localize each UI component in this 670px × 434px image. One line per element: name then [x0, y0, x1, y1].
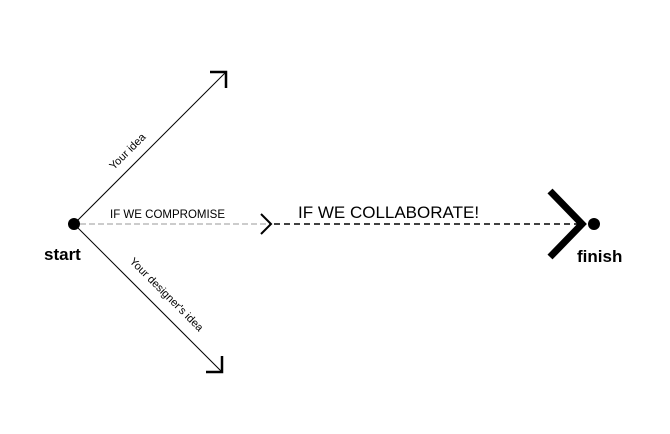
your-idea-line — [73, 71, 227, 225]
collaborate-arrowhead — [547, 188, 587, 260]
collaborate-label: IF WE COLLABORATE! — [298, 203, 479, 222]
designer-idea-line — [73, 223, 223, 373]
finish-dot — [588, 218, 600, 230]
compromise-arrowhead — [260, 213, 273, 235]
your-idea-arrowhead — [210, 70, 228, 88]
designer-idea-label: Your designer's idea — [127, 256, 206, 335]
finish-label: finish — [577, 247, 622, 266]
your-idea-label: Your idea — [107, 131, 149, 173]
start-label: start — [44, 245, 81, 264]
compromise-label: IF WE COMPROMISE — [110, 209, 225, 221]
start-dot — [68, 218, 80, 230]
designer-idea-arrowhead — [206, 356, 224, 374]
